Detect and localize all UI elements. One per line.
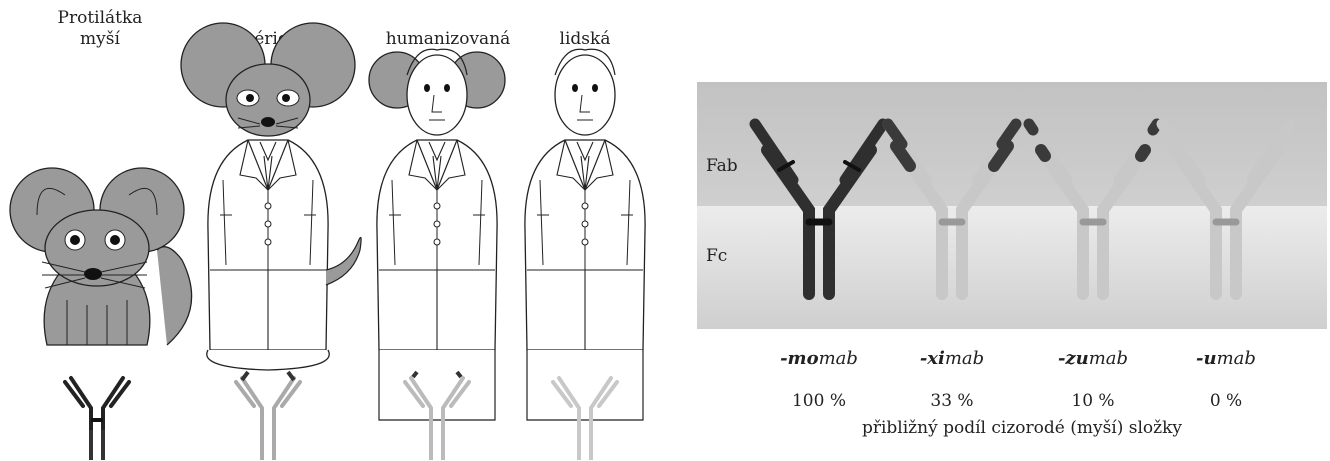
suffix-momab: -momab — [759, 348, 879, 369]
human-figure — [525, 49, 645, 460]
percent-zumab: 10 % — [1033, 391, 1153, 411]
caption: přibližný podíl cizorodé (myší) složky — [742, 418, 1302, 438]
suffix-zumab: -zumab — [1033, 348, 1153, 369]
chimeric-figure — [181, 23, 361, 460]
antibody-panel — [697, 82, 1327, 332]
mouse-figure — [10, 168, 192, 460]
fc-label: Fc — [706, 246, 727, 266]
percent-umab: 0 % — [1166, 391, 1286, 411]
humanized-figure — [369, 49, 505, 460]
percent-ximab: 33 % — [892, 391, 1012, 411]
percent-momab: 100 % — [759, 391, 879, 411]
suffix-ximab: -ximab — [892, 348, 1012, 369]
fab-label: Fab — [706, 156, 738, 176]
suffix-umab: -umab — [1166, 348, 1286, 369]
cartoon-figures — [0, 0, 700, 461]
